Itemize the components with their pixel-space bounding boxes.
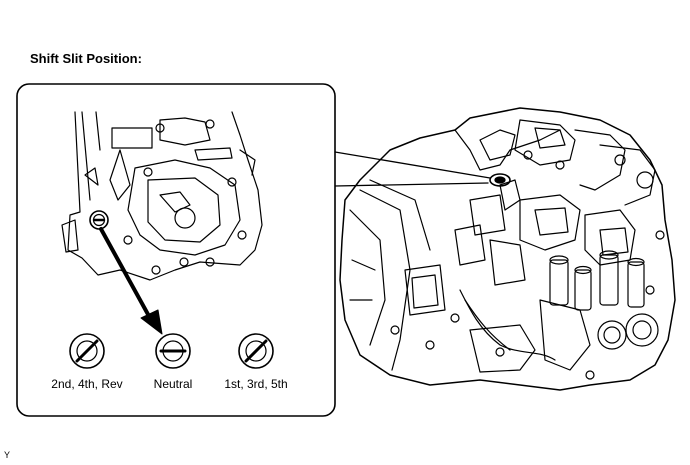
diagram-title: Shift Slit Position: (30, 51, 142, 66)
position-label-2: Neutral (153, 377, 193, 391)
shift-slit-bolt (89, 210, 109, 230)
position-label-1: 2nd, 4th, Rev (51, 377, 123, 391)
slit-icon-diagonal-left (69, 333, 105, 369)
corner-mark: Y (4, 450, 11, 460)
callout-box (16, 83, 336, 417)
leader-lines (334, 151, 491, 187)
main-shift-slit-bolt (489, 173, 511, 187)
slit-icon-diagonal-right (238, 333, 274, 369)
closeup-housing (61, 111, 263, 281)
pointer-arrow (99, 227, 163, 335)
position-label-3: 1st, 3rd, 5th (224, 377, 288, 391)
transaxle-drawing (339, 107, 676, 391)
slit-icon-horizontal (155, 333, 191, 369)
